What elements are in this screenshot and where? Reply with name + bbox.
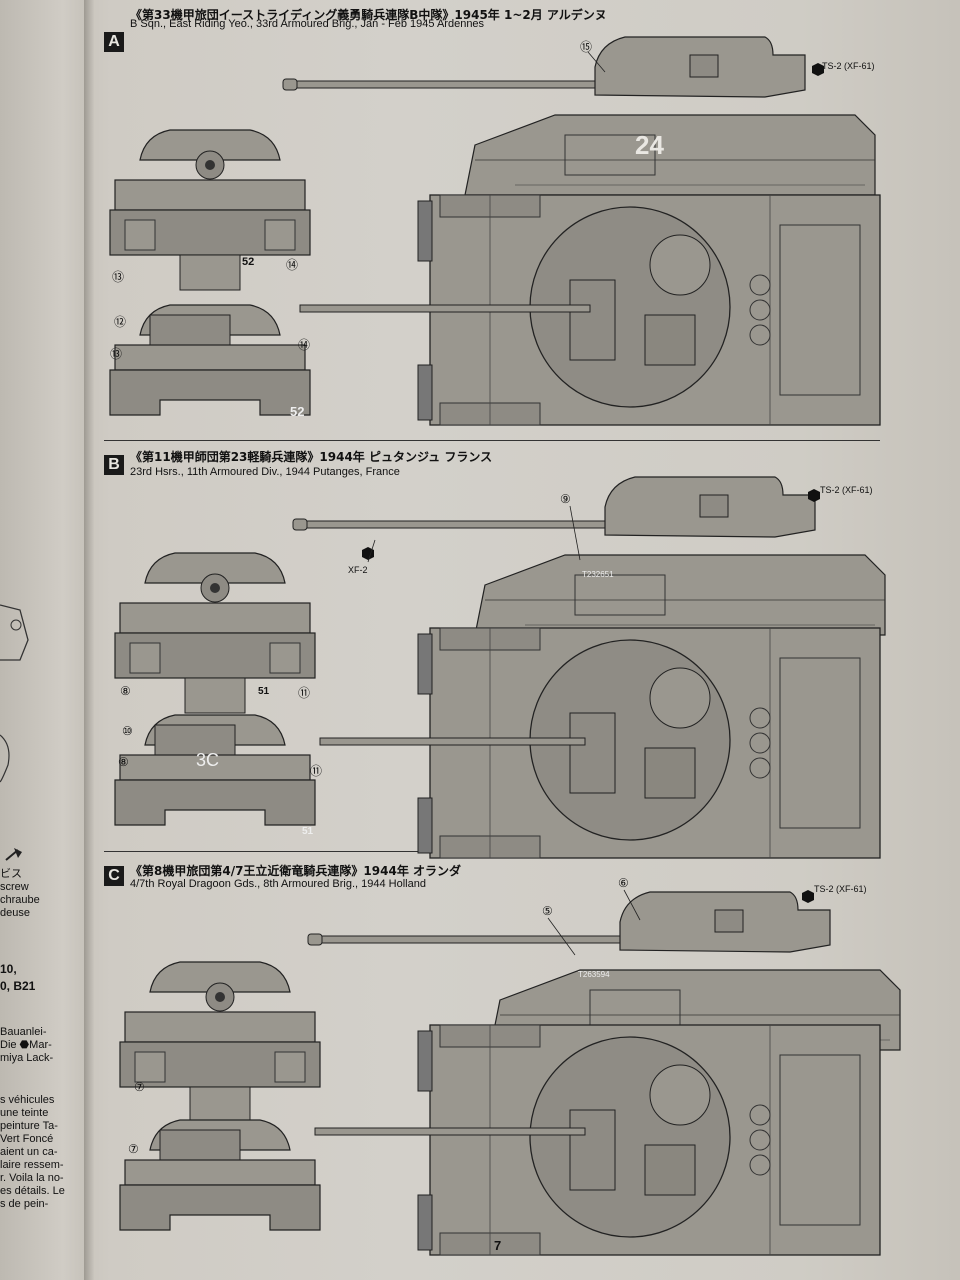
front-plate-b: 51	[258, 686, 270, 697]
callout-a-rear-right: ⑭	[298, 338, 311, 352]
callout-a-side: ⑮	[580, 40, 593, 54]
page-number: 7	[494, 1238, 502, 1253]
section-c-badge: C	[104, 866, 124, 886]
section-b-title: 《第11機甲師団第23軽騎兵連隊》1944年 ピュタンジュ フランス	[130, 450, 493, 464]
section-c-top-view	[417, 1024, 881, 1256]
left-page-fragment: s véhicules	[0, 1094, 55, 1106]
section-b-front-view	[114, 552, 316, 714]
left-page-fragment: screw	[0, 881, 29, 893]
left-page-edge	[0, 0, 90, 1280]
left-page-fragment: es détails. Le	[0, 1185, 65, 1197]
left-page-fragment: peinture Ta-	[0, 1120, 58, 1132]
barrel-paint-b: XF-2	[348, 565, 368, 575]
paint-label-a: TS-2 (XF-61)	[822, 61, 875, 71]
front-plate-a: 52	[242, 256, 255, 268]
left-page-fragment: miya Lack-	[0, 1052, 54, 1064]
section-b-subtitle: 23rd Hsrs., 11th Armoured Div., 1944 Put…	[130, 466, 400, 478]
side-marking-c: T263594	[578, 970, 610, 979]
screw-icon	[5, 848, 22, 861]
callout-b-front-right: ⑪	[298, 686, 311, 700]
callout-a-front-right: ⑭	[286, 258, 299, 272]
section-b-badge: B	[104, 455, 124, 475]
section-a-title: 《第33機甲旅団イーストライディング義勇騎兵連隊B中隊》1945年 1~2月 ア…	[130, 8, 607, 22]
section-c-title: 《第8機甲旅団第4/7王立近衛竜騎兵連隊》1944年 オランダ	[130, 864, 462, 878]
callout-a-rear-left: ⑬	[110, 347, 123, 361]
callout-b-side: ⑨	[560, 492, 571, 506]
callout-c-side-b: ⑤	[542, 904, 553, 918]
page-gutter	[84, 0, 94, 1280]
section-a-subtitle: B Sqn., East Riding Yeo., 33rd Armoured …	[130, 18, 485, 30]
left-page-fragment: s de pein-	[0, 1198, 49, 1210]
section-c-front-view	[119, 961, 321, 1123]
section-a-side-view	[282, 36, 876, 196]
left-page-fragment: 0, B21	[0, 979, 36, 993]
callout-b-rear-right: ⑪	[310, 764, 323, 778]
left-page-fragment: Die ⬣Mar-	[0, 1039, 52, 1051]
rear-plate-a: 52	[290, 404, 305, 419]
paint-hex-icon	[812, 63, 824, 76]
section-c-subtitle: 4/7th Royal Dragoon Gds., 8th Armoured B…	[130, 878, 426, 890]
paint-hex-icon	[808, 489, 820, 502]
paint-label-b: TS-2 (XF-61)	[820, 485, 873, 495]
callout-c-rear-left: ⑦	[128, 1142, 139, 1156]
callout-c-side-a: ⑥	[618, 876, 629, 890]
section-a-rear-view	[109, 304, 311, 416]
paint-hex-icon	[362, 547, 374, 560]
paint-hex-icon	[802, 890, 814, 903]
section-a-front-view	[109, 129, 311, 291]
left-page-fragment: ビス	[0, 868, 22, 880]
left-page-fragment: Vert Foncé	[0, 1133, 54, 1145]
left-page-fragment: deuse	[0, 907, 30, 919]
left-page-fragment: Bauanlei-	[0, 1026, 47, 1038]
callout-a-front-left: ⑬	[112, 270, 125, 284]
paint-label-c: TS-2 (XF-61)	[814, 884, 867, 894]
section-c-rear-view	[119, 1119, 321, 1231]
section-divider	[104, 440, 880, 441]
left-page-fragment: chraube	[0, 894, 40, 906]
side-marking-a: 24	[635, 130, 664, 160]
rear-plate-b: 51	[302, 826, 314, 837]
left-page-fragment: laire ressem-	[0, 1159, 64, 1171]
section-a-badge: A	[104, 32, 124, 52]
callout-c-front-left: ⑦	[134, 1080, 145, 1094]
section-b-side-view	[292, 476, 886, 636]
turret-code-b: 3C	[196, 750, 220, 770]
side-marking-b: T232651	[582, 570, 614, 579]
callout-b-front-left: ⑧	[120, 684, 131, 698]
left-page-fragment: 10,	[0, 962, 17, 976]
callout-b-rear-top: ⑩	[122, 724, 133, 738]
left-page-fragment: r. Voila la no-	[0, 1172, 64, 1184]
callout-a-rear-top: ⑫	[114, 315, 127, 329]
left-page-fragment: aient un ca-	[0, 1146, 58, 1158]
left-page-fragment: une teinte	[0, 1107, 49, 1119]
callout-b-rear-left: ⑧	[118, 755, 129, 769]
